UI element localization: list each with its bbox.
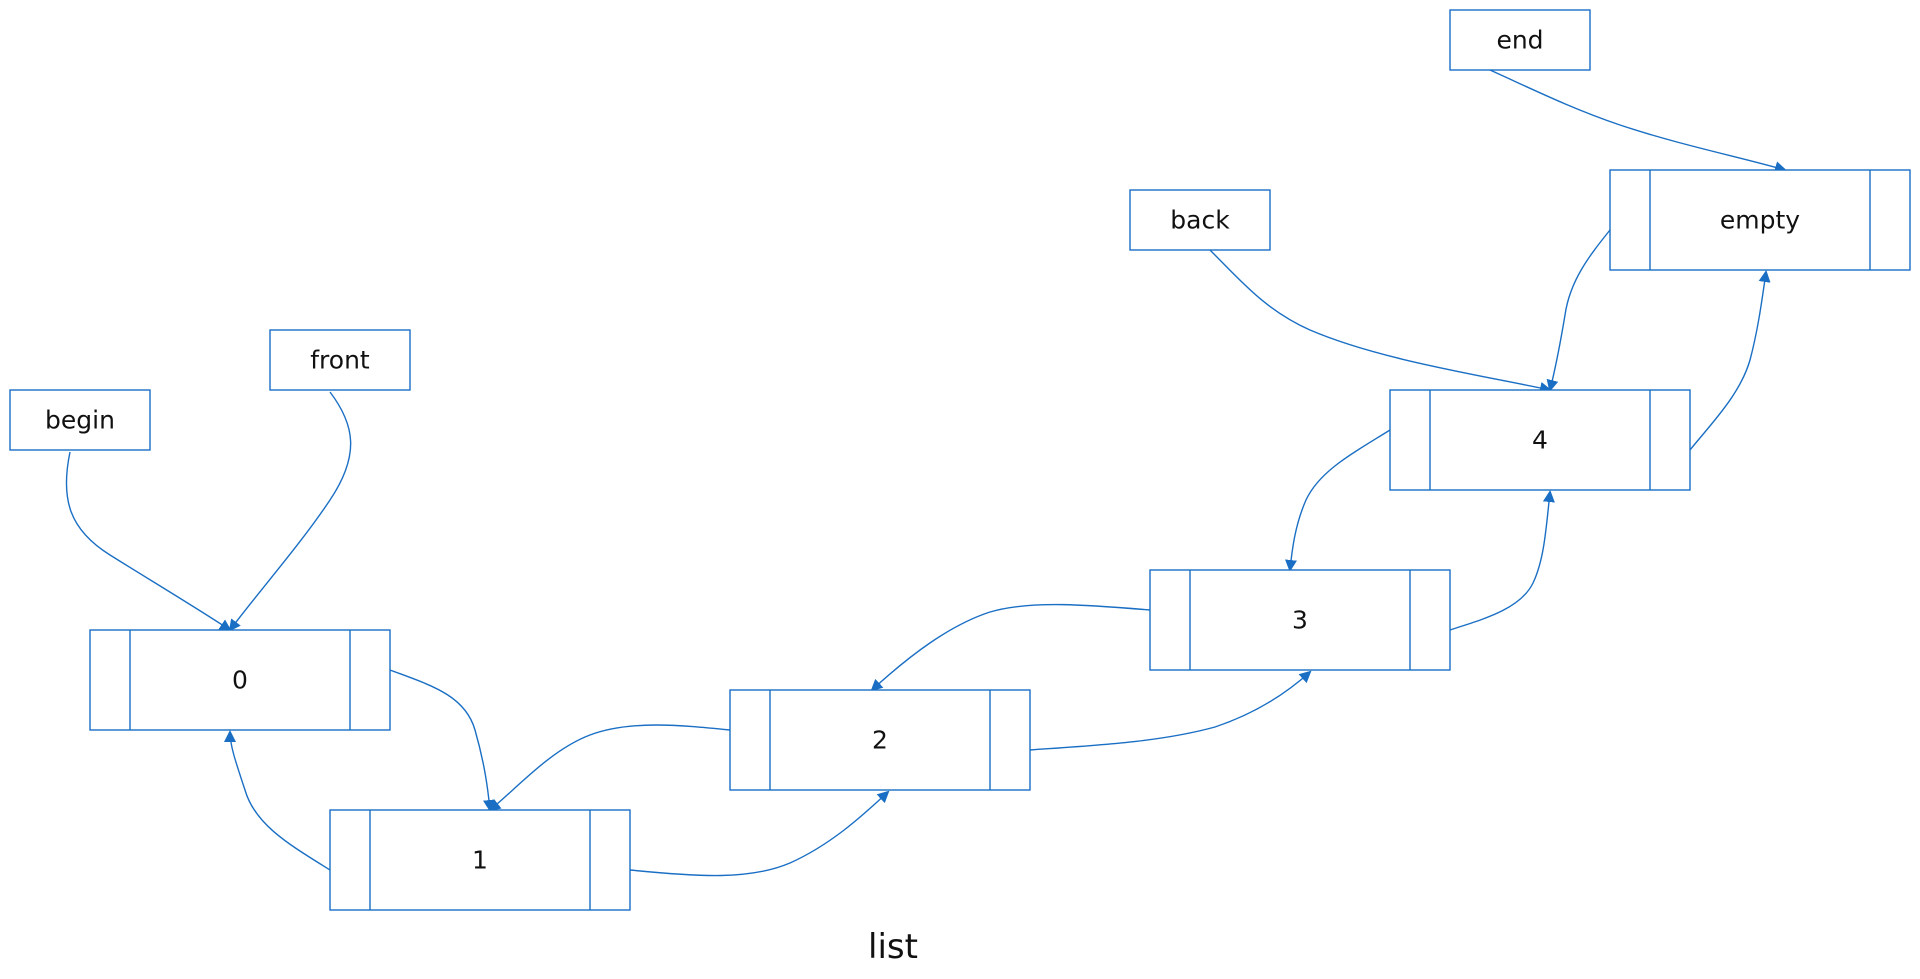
list-node-4: 4 [1389,389,1691,491]
edge-begin-to-node-0 [65,451,232,632]
list-node-0-value: 0 [232,666,248,695]
pointer-front-box [269,329,411,391]
edge-node-3-prev-node-2 [870,603,1151,692]
pointer-end: end [1449,9,1591,71]
edge-node-2-next-node-3 [1029,670,1312,751]
edge-node-4-prev-node-3 [1285,429,1391,572]
edge-end-to-empty [1489,69,1787,173]
list-node-3: 3 [1149,569,1451,671]
pointer-front: front [269,329,411,391]
list-node-1-value: 1 [472,846,488,875]
edge-node-2-prev-node-1 [488,724,731,812]
pointer-begin-box [9,389,151,451]
pointer-back-box [1129,189,1271,251]
list-node-2-value: 2 [872,726,888,755]
edge-node-4-next-empty [1689,270,1771,451]
list-node-0-box [89,629,391,731]
list-node-2: 2 [729,689,1031,791]
pointer-end-label: end [1496,26,1543,55]
list-node-1-box [329,809,631,911]
list-node-sentinel: empty [1609,169,1911,271]
pointer-begin: begin [9,389,151,451]
list-node-4-box [1389,389,1691,491]
edge-front-to-node-0 [228,391,352,632]
pointer-back-label: back [1170,206,1230,235]
pointer-end-box [1449,9,1591,71]
edge-node-0-next-node-1 [389,669,495,812]
pointer-back: back [1129,189,1271,251]
pointer-begin-label: begin [45,406,115,435]
list-node-3-value: 3 [1292,606,1308,635]
list-node-sentinel-box [1609,169,1911,271]
diagram-caption: list [868,927,918,967]
edge-node-1-prev-node-0 [224,730,331,871]
edge-node-3-next-node-4 [1449,490,1555,631]
pointer-front-label: front [310,346,370,375]
list-node-0: 0 [89,629,391,731]
edge-back-to-node-4 [1209,249,1552,394]
edge-empty-prev-node-4 [1546,229,1611,392]
list-node-2-box [729,689,1031,791]
list-node-1: 1 [329,809,631,911]
edge-node-1-next-node-2 [629,790,890,877]
list-node-3-box [1149,569,1451,671]
list-node-sentinel-value: empty [1720,206,1800,235]
list-node-4-value: 4 [1532,426,1548,455]
edges [65,69,1787,877]
